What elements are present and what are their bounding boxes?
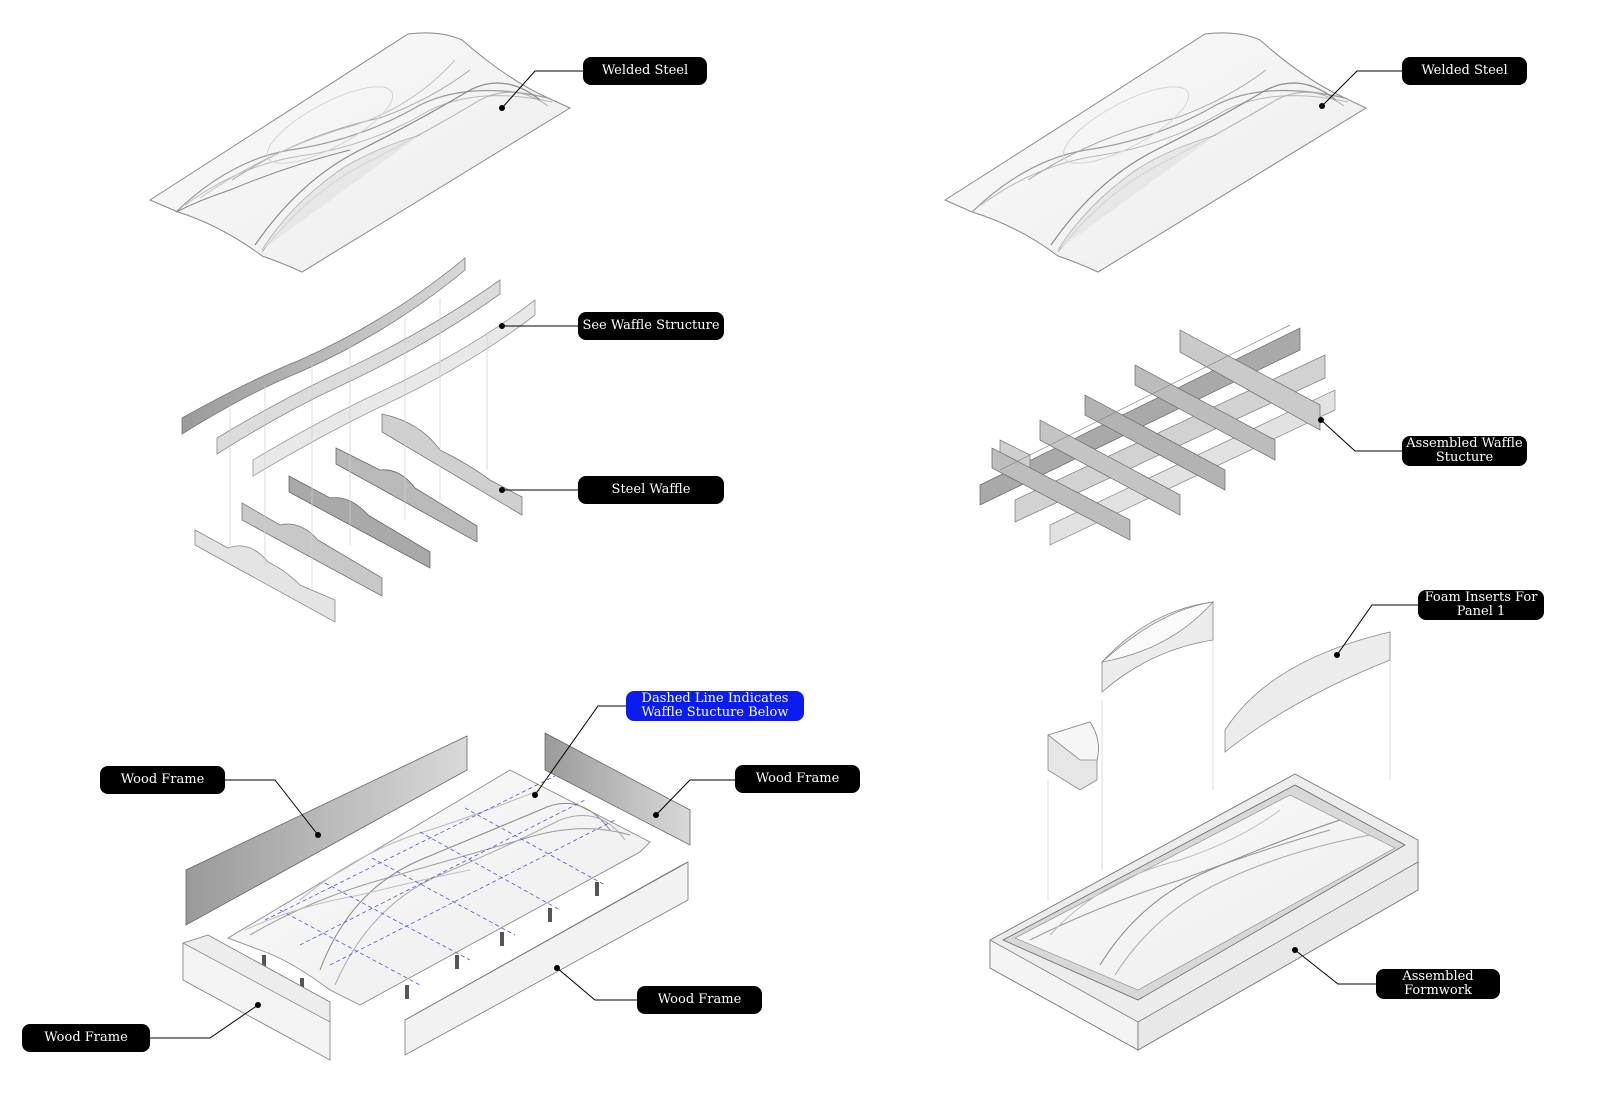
- label-wood-frame-bottom-left: Wood Frame: [22, 1024, 150, 1052]
- leader-dots: [255, 103, 1340, 1008]
- label-wood-frame-top-left: Wood Frame: [100, 766, 225, 794]
- steel-sheet-bottom: [226, 769, 651, 1006]
- label-wood-frame-bottom-right: Wood Frame: [637, 986, 762, 1014]
- foam-insert-wedge: [1047, 721, 1099, 791]
- foam-insert-lens: [1100, 601, 1215, 693]
- wood-frame-front-left: [182, 934, 331, 1061]
- assembled-waffle-grid: [979, 324, 1336, 546]
- waffle-projection-lines: [229, 298, 488, 590]
- label-see-waffle-structure: See Waffle Structure: [578, 312, 724, 340]
- wood-frame-back-right: [544, 732, 691, 846]
- welded-steel-sheet-left: [148, 32, 572, 273]
- label-foam-inserts: Foam Inserts For Panel 1: [1418, 590, 1544, 620]
- label-welded-steel-left: Welded Steel: [583, 57, 707, 85]
- assembled-formwork-box: [989, 773, 1419, 1051]
- waffle-ribs-short: [194, 413, 523, 623]
- label-assembled-waffle-structure: Assembled Waffle Stucture: [1402, 436, 1527, 466]
- label-assembled-formwork: Assembled Formwork: [1376, 969, 1500, 999]
- waffle-ribs-long: [181, 257, 536, 477]
- dashed-waffle-lines: [264, 775, 616, 986]
- label-steel-waffle: Steel Waffle: [578, 476, 724, 504]
- foam-insert-long: [1224, 631, 1391, 753]
- wood-frame-front-right: [404, 861, 689, 1056]
- label-welded-steel-right: Welded Steel: [1402, 57, 1527, 85]
- welded-steel-sheet-right: [943, 32, 1368, 273]
- leader-lines: [150, 70, 1418, 1039]
- wood-frame-back-left: [185, 735, 468, 926]
- label-dashed-line-note: Dashed Line Indicates Waffle Stucture Be…: [626, 691, 804, 721]
- foam-projection-lines: [1047, 640, 1391, 900]
- steel-tabs: [262, 882, 599, 999]
- label-wood-frame-top-right: Wood Frame: [735, 765, 860, 793]
